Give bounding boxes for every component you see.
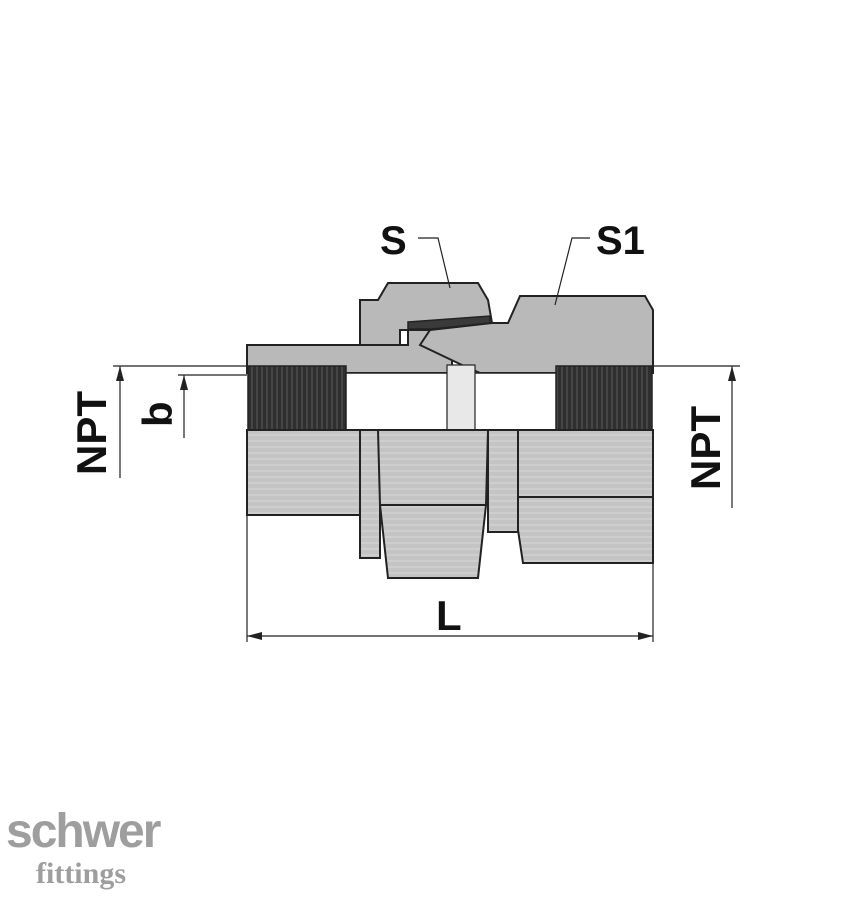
right-internal-thread bbox=[555, 365, 653, 431]
gap-collar bbox=[487, 429, 519, 533]
left-internal-thread bbox=[247, 365, 347, 431]
brand-logo: schwer fittings bbox=[0, 808, 200, 900]
brand-sub: fittings bbox=[36, 857, 126, 890]
dimensions bbox=[113, 237, 740, 642]
exterior-view bbox=[246, 429, 654, 579]
nut-thread bbox=[407, 315, 491, 330]
label-s: S bbox=[380, 219, 407, 263]
label-b: b bbox=[134, 401, 181, 427]
label-npt-right: NPT bbox=[682, 406, 729, 490]
s-leader bbox=[418, 237, 451, 289]
s1-leader bbox=[554, 237, 590, 306]
section-view bbox=[246, 282, 654, 431]
nut-collar bbox=[359, 429, 381, 559]
label-npt-left: NPT bbox=[68, 391, 115, 475]
l-arrow-left bbox=[247, 632, 262, 640]
l-arrow-right bbox=[638, 632, 653, 640]
label-s1: S1 bbox=[596, 219, 645, 263]
brand-name: schwer bbox=[6, 805, 161, 858]
label-l: L bbox=[436, 592, 462, 639]
bore-passage bbox=[446, 364, 476, 431]
left-body-exterior bbox=[246, 429, 363, 516]
